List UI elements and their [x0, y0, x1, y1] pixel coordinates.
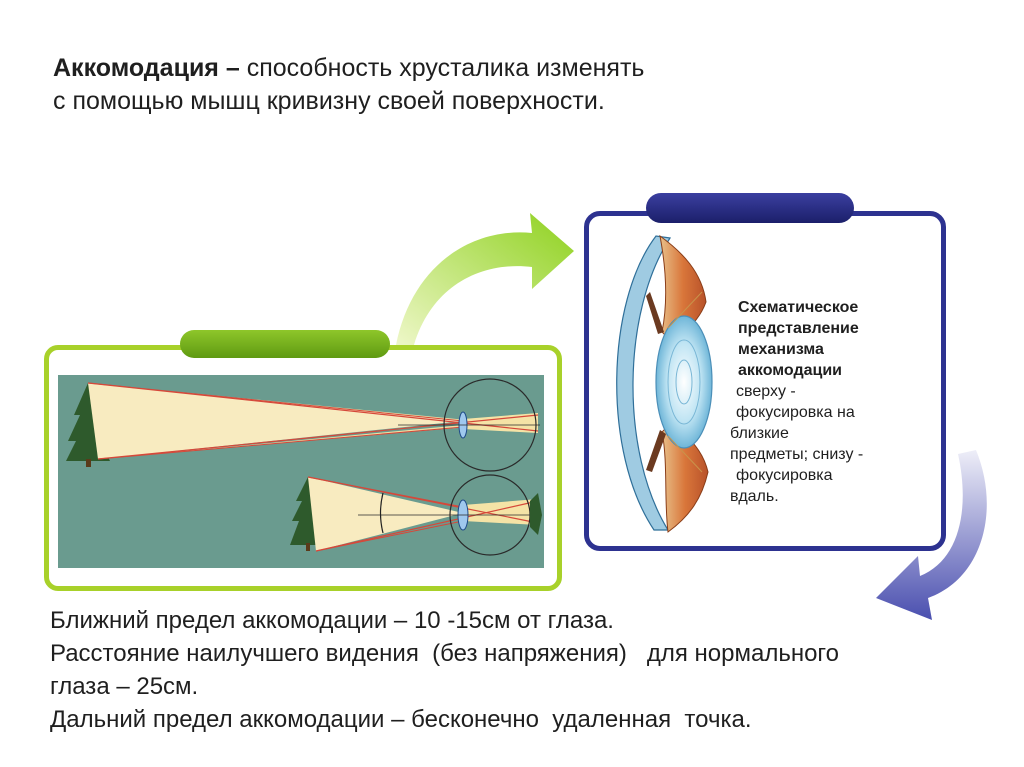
definition-dash: – [218, 54, 247, 82]
definition-term: Аккомодация [53, 54, 219, 82]
fact-line: Ближний предел аккомодации – 10 -15см от… [50, 607, 614, 634]
accommodation-frame-tab [646, 193, 854, 223]
caption-line: сверху - [736, 383, 796, 400]
caption-title-line: представление [738, 320, 859, 337]
caption-title-line: аккомодации [738, 362, 843, 379]
accommodation-caption: Схематическое представление механизма ак… [730, 297, 930, 507]
fact-line: Дальний предел аккомодации – бесконечно … [50, 706, 752, 733]
green-curved-arrow [396, 213, 574, 345]
caption-line: близкие [730, 425, 789, 442]
accommodation-facts: Ближний предел аккомодации – 10 -15см от… [50, 604, 1010, 736]
optics-diagram [58, 375, 544, 568]
ray-bundle-near [307, 476, 539, 552]
eye-near-focus-icon [358, 474, 542, 556]
definition-body: способность хрусталика изменять с помощь… [53, 54, 645, 115]
ray-bundle-far [87, 382, 539, 460]
fact-line: глаза – 25см. [50, 673, 199, 700]
optics-frame-tab [180, 330, 390, 358]
caption-title-line: механизма [738, 341, 824, 358]
lens-cross-section-illustration [616, 234, 713, 533]
caption-line: вдаль. [730, 488, 779, 505]
caption-title-line: Схематическое [738, 299, 859, 316]
fact-line: Расстояние наилучшего видения (без напря… [50, 640, 839, 667]
eye-far-focus-icon [398, 378, 540, 472]
definition-text: Аккомодация – способность хрусталика изм… [53, 52, 653, 118]
caption-line: фокусировка на [736, 404, 855, 421]
blue-curved-arrow [876, 450, 987, 620]
caption-line: фокусировка [736, 467, 833, 484]
caption-line: предметы; снизу - [730, 446, 864, 463]
